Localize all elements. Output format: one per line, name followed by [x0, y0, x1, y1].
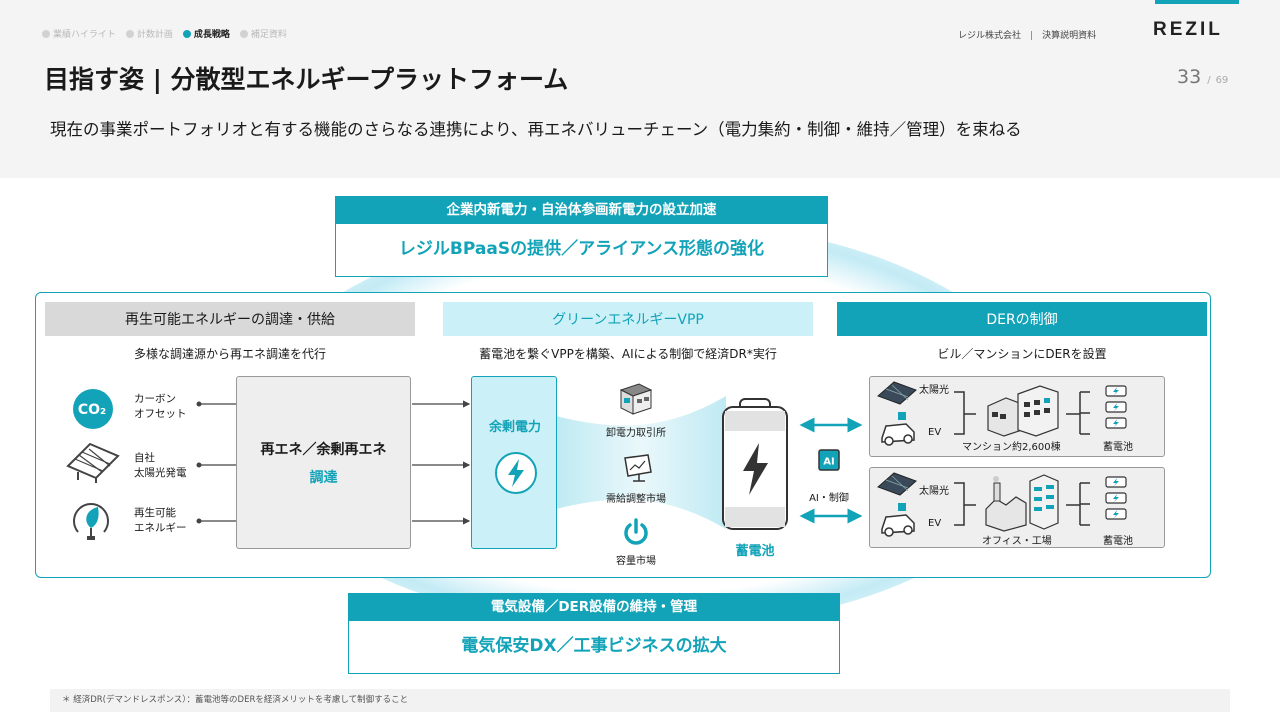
center-label: 再エネ／余剰再エネ	[260, 441, 387, 458]
ev-car-icon	[881, 412, 915, 446]
vpp-header: グリーンエネルギーVPP	[443, 302, 813, 336]
battery-stack-icon	[1105, 385, 1127, 429]
der-solar-label: 太陽光	[919, 385, 949, 396]
co2-icon: CO₂	[73, 389, 113, 429]
source-label-solar: 自社太陽光発電	[134, 452, 187, 479]
market-label-balancing: 需給調整市場	[606, 494, 666, 505]
nav-item-highlight[interactable]: 業績ハイライト	[42, 27, 116, 40]
ai-chip-text: AI	[823, 457, 834, 468]
ai-control-arrows	[799, 417, 863, 524]
factory-office-icon	[985, 474, 1059, 532]
der-battery-label: 蓄電池	[1103, 442, 1133, 453]
procurement-desc: 多様な調達源から再エネ調達を代行	[133, 347, 326, 361]
company-name: レジル株式会社	[958, 31, 1022, 41]
nav-dot-icon	[182, 29, 191, 38]
ev-car-icon	[881, 503, 915, 537]
procurement-arrows	[196, 400, 471, 525]
battery-stack-icon	[1105, 476, 1127, 520]
der-battery-label: 蓄電池	[1103, 536, 1133, 547]
top-box: 企業内新電力・自治体参画新電力の設立加速 レジルBPaaSの提供／アライアンス形…	[335, 196, 828, 277]
company-info: レジル株式会社|決算説明資料	[958, 31, 1097, 41]
lightning-circle-icon	[495, 452, 537, 494]
footnote-band	[50, 689, 1230, 712]
bottom-box-head: 電気設備／DER設備の維持・管理	[349, 594, 839, 621]
bottom-box: 電気設備／DER設備の維持・管理 電気保安DX／工事ビジネスの拡大	[348, 593, 840, 674]
power-icon	[624, 518, 648, 545]
vpp-desc: 蓄電池を繋ぐVPPを構築、AIによる制御で経済DR*実行	[479, 347, 777, 361]
page-subtitle: 現在の事業ポートフォリオと有する機能のさらなる連携により、再エネバリューチェーン…	[50, 120, 1022, 139]
logo: REZIL	[1153, 19, 1223, 40]
top-box-head: 企業内新電力・自治体参画新電力の設立加速	[336, 197, 827, 224]
solar-panel-icon	[877, 381, 917, 405]
der-ev-label: EV	[928, 427, 942, 438]
surplus-label: 余剰電力	[488, 420, 541, 435]
page-current: 33	[1177, 66, 1202, 88]
solar-panel-icon	[877, 472, 917, 496]
doc-name: 決算説明資料	[1042, 31, 1097, 41]
der-building-label: マンション約2,600棟	[962, 442, 1061, 453]
co2-text: CO₂	[78, 402, 106, 418]
der-solar-label: 太陽光	[919, 486, 949, 497]
ai-chip-icon: AI	[818, 449, 840, 471]
nav-item-growth[interactable]: 成長戦略	[182, 27, 230, 40]
procurement-center-box: 再エネ／余剰再エネ 調達	[236, 376, 411, 549]
der-ev-label: EV	[928, 518, 942, 529]
der-header: DERの制御	[837, 302, 1207, 336]
solar-panel-icon	[66, 442, 120, 483]
monitor-chart-icon	[624, 454, 652, 482]
nav-dot-icon	[42, 29, 50, 38]
der-row-office-graphics	[877, 472, 1127, 537]
footnote: ＊ 経済DR(デマンドレスポンス）：蓄電池等のDERを経済メリットを考慮して制御…	[62, 695, 409, 705]
der-row-mansion-graphics	[877, 381, 1127, 446]
exchange-building-icon	[619, 383, 653, 415]
accent-bar	[1155, 0, 1239, 4]
nav-dot-icon	[125, 29, 134, 38]
section-nav: 業績ハイライト 計数計画 成長戦略 補足資料	[42, 27, 287, 40]
header-band	[0, 0, 1280, 178]
top-box-body: レジルBPaaSの提供／アライアンス形態の強化	[398, 239, 765, 259]
bottom-box-body: 電気保安DX／工事ビジネスの拡大	[461, 636, 727, 656]
nav-item-appendix[interactable]: 補足資料	[239, 27, 287, 40]
nav-dot-icon	[239, 29, 248, 38]
page-number: 33/69	[1177, 66, 1229, 88]
source-label-carbon: カーボンオフセット	[134, 393, 187, 420]
page-total: 69	[1215, 75, 1229, 86]
apartment-building-icon	[987, 385, 1059, 437]
der-desc: ビル／マンションにDERを設置	[937, 347, 1107, 361]
battery-label: 蓄電池	[735, 544, 775, 559]
ai-control-label: AI・制御	[809, 493, 849, 504]
surplus-power-box: 余剰電力	[471, 376, 557, 549]
market-label-capacity: 容量市場	[616, 556, 656, 567]
der-building-label: オフィス・工場	[982, 536, 1052, 547]
procurement-header: 再生可能エネルギーの調達・供給	[45, 302, 415, 336]
source-label-renewable: 再生可能エネルギー	[134, 507, 187, 534]
nav-item-plan[interactable]: 計数計画	[125, 27, 173, 40]
market-label-jepx: 卸電力取引所	[606, 428, 666, 439]
center-sublabel: 調達	[309, 469, 338, 486]
page-title: 目指す姿 | 分散型エネルギープラットフォーム	[44, 65, 569, 94]
leaf-plug-icon	[73, 503, 109, 540]
battery-icon	[722, 398, 788, 530]
